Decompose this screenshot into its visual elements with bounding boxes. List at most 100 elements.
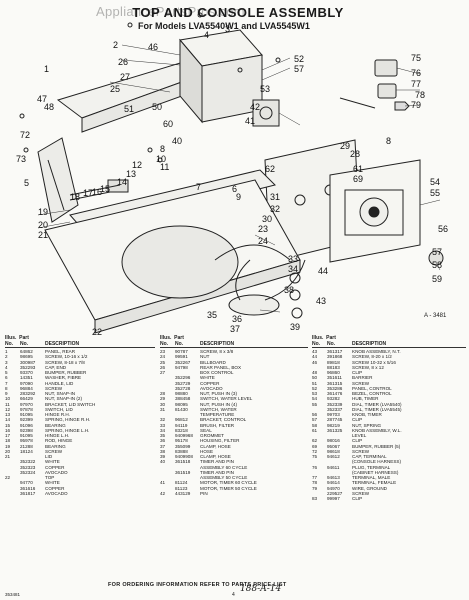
illus-no: 35	[160, 433, 166, 438]
part-description: PLUG, TERMINAL	[352, 464, 391, 470]
illus-no: 7	[5, 380, 8, 386]
part-description: KNOB, TIMER	[352, 412, 382, 417]
illus-no: 32	[160, 417, 166, 423]
part-description: NUT, SPRING	[352, 422, 382, 428]
part-description: CLIP	[352, 438, 363, 444]
callout-24: 24	[258, 236, 268, 246]
part-description: TEMPERATURE	[200, 412, 235, 417]
part-description: CLIP	[352, 370, 363, 375]
header-illus-part: Illus. Part	[160, 335, 184, 341]
illus-no: 77	[312, 475, 318, 480]
part-description: ROD, HINGE	[45, 438, 73, 444]
illus-no: 15	[5, 422, 11, 428]
part-no: 18124	[20, 448, 33, 454]
illus-no: 54	[312, 396, 318, 402]
illus-no: 9	[5, 391, 8, 396]
part-description: WIRE, GROUND	[352, 485, 387, 491]
part-no: 352267	[175, 359, 191, 365]
part-description: MOTOR, TIMER 60 CYCLE	[200, 480, 257, 486]
part-no: 99703	[327, 412, 340, 417]
callout-57b: 57	[432, 247, 442, 257]
tub-opening	[121, 225, 239, 299]
part-no: 91095	[20, 412, 33, 417]
callout-52: 52	[294, 54, 304, 64]
illus-no: 58	[312, 422, 318, 428]
illus-no: 79	[312, 485, 318, 491]
part-description: SPRING, HINGE R.H.	[45, 417, 91, 423]
part-description: PIN	[200, 490, 208, 496]
part-no: 229527	[327, 490, 343, 496]
illus-no: 21	[5, 454, 11, 459]
illus-no: 31	[160, 406, 166, 412]
part-description: CLIP	[352, 496, 363, 501]
illus-no: 52	[312, 385, 318, 391]
callout-2: 2	[113, 40, 118, 50]
part-description: HOUSING, FILTER	[200, 438, 240, 444]
callout-12: 12	[132, 160, 142, 170]
part-no: 98695	[20, 354, 33, 360]
part-description: SCREW, 10-16 x 1/2	[45, 354, 88, 360]
parts-row: (CONSOLE HARNESS)	[312, 459, 466, 464]
part-description: CLAMP, HOSE	[200, 443, 231, 449]
part-no: 352339	[327, 401, 343, 407]
part-description: CLAMP, HOSE	[200, 454, 231, 459]
part-description: BUMPER, RUBBER (5)	[352, 443, 401, 449]
part-no: 96812	[175, 417, 188, 423]
part-description: PANEL, CONTROL	[352, 385, 392, 391]
part-no: 83888	[175, 448, 188, 454]
part-no: 9409968	[175, 433, 193, 438]
part-description: SWITCH, LID	[45, 406, 73, 412]
callout-22: 22	[92, 327, 102, 335]
part-description: COPPER	[45, 485, 65, 491]
illus-no: 30	[160, 401, 166, 407]
callout-60: 60	[163, 119, 173, 129]
part-no: 97970	[20, 401, 33, 407]
part-description: SCREW	[45, 448, 63, 454]
parts-row: TEMPERATURE	[160, 412, 308, 417]
part-no: 355099	[175, 443, 191, 449]
part-no: 66429	[20, 396, 33, 402]
illus-no: 40	[160, 459, 166, 465]
callout-41: 41	[245, 116, 255, 126]
part-no: 94613	[327, 475, 340, 480]
part-description: NUT, SNAP-IN	[45, 391, 76, 396]
part-no: 92399	[20, 417, 33, 423]
illus-no: 20	[5, 448, 11, 454]
illus-no: 8	[5, 385, 8, 391]
part-description: SCREW	[45, 385, 63, 391]
part-no: 97878	[20, 406, 33, 412]
callout-46: 46	[148, 42, 158, 52]
part-description: HUB, TIMER	[352, 396, 379, 402]
part-description: SCREW, 8-18 x 7/8	[45, 359, 85, 365]
parts-row: 229527 SCREW	[312, 491, 466, 496]
part-description: SCREW	[352, 490, 370, 496]
callout-53: 53	[260, 84, 270, 94]
part-no: 97090	[20, 380, 33, 386]
illus-no: 46	[312, 359, 318, 365]
part-no: 94119	[175, 422, 188, 428]
callout-19: 19	[38, 207, 48, 217]
illus-no: 36	[160, 438, 166, 444]
callout-79: 79	[411, 100, 421, 110]
callout-48: 48	[44, 102, 54, 112]
part-no: 352337	[327, 406, 343, 412]
part-description: REAR PANEL, BOX	[200, 364, 242, 370]
illus-no: 57	[312, 417, 318, 423]
